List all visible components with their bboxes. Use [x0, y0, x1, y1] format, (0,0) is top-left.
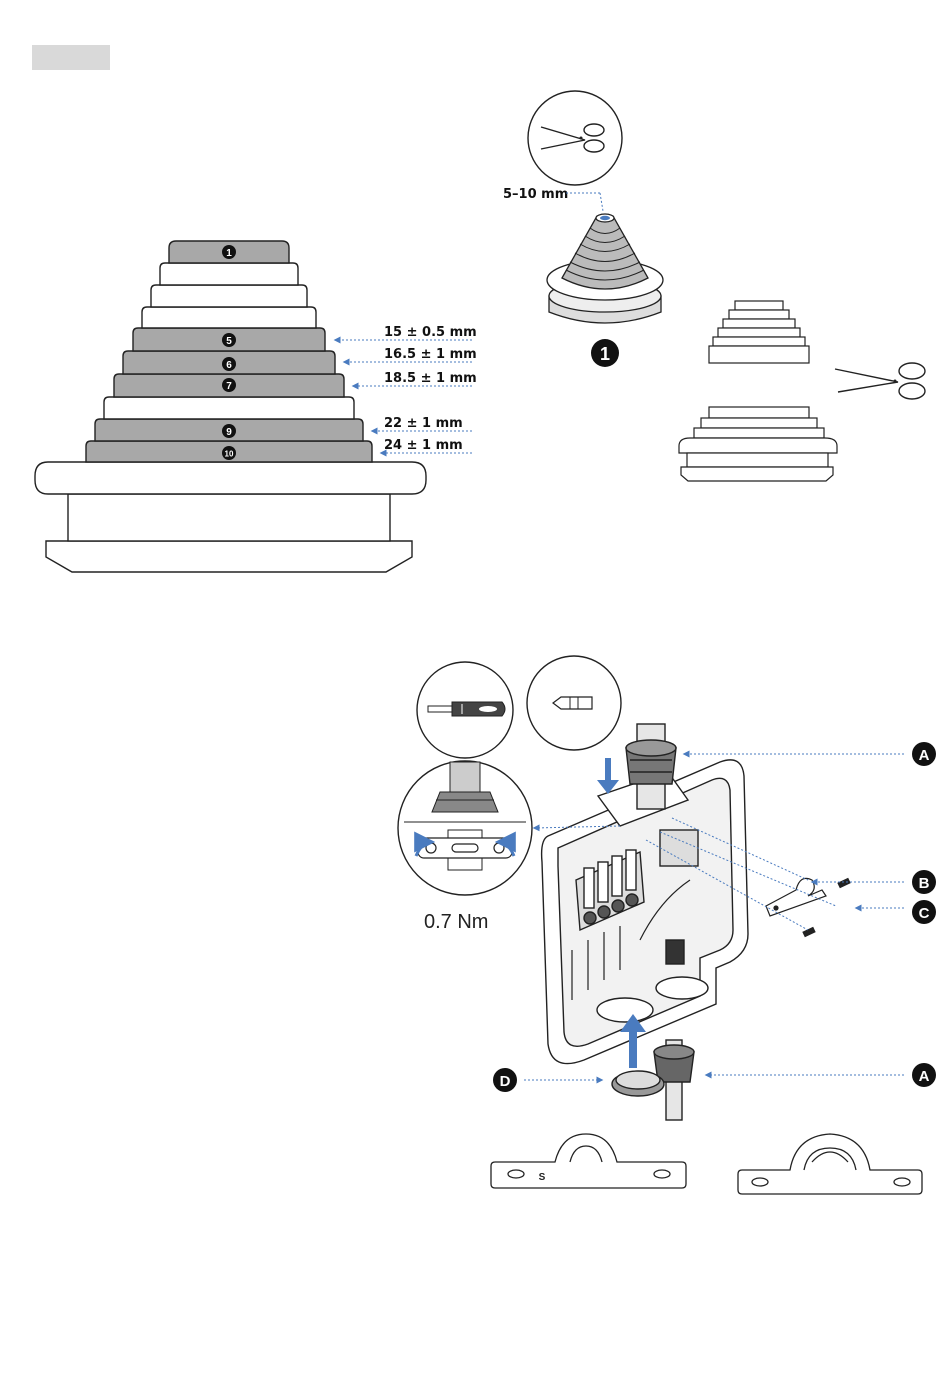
- dim-ring-7: 18.5 ± 1 mm: [384, 371, 477, 386]
- callout-c: C: [919, 905, 930, 922]
- ring-8: [104, 397, 354, 419]
- grommet-base-rim: [35, 462, 426, 494]
- torque-label: 0.7 Nm: [424, 911, 488, 933]
- cut-length-label: 5–10 mm: [503, 187, 568, 202]
- scissors-icon: [835, 363, 925, 399]
- step-number: 1: [600, 344, 610, 364]
- ring-label-10: 10: [225, 450, 234, 459]
- clamp-s-mark: S: [539, 1172, 546, 1183]
- clamp-variant-s: [491, 1134, 686, 1188]
- cable-bottom: [612, 1040, 694, 1120]
- callout-d: D: [500, 1073, 511, 1090]
- ring-label-9: 9: [226, 427, 232, 438]
- cable-clamp-part: [766, 878, 826, 916]
- clamp-detail-magnifier: [398, 761, 532, 895]
- ring-label-5: 5: [226, 336, 232, 347]
- ring-label-7: 7: [226, 381, 232, 392]
- callout-b: B: [919, 875, 930, 892]
- ring-3: [151, 285, 307, 307]
- ring-4: [142, 307, 316, 328]
- grommet-chart: [35, 241, 426, 572]
- header-tab: [32, 45, 110, 70]
- screwdriver-icon: [417, 662, 513, 758]
- grommet-base-body: [68, 494, 390, 541]
- ring-label-6: 6: [226, 360, 232, 371]
- cut-grommet-bottom: [679, 407, 837, 481]
- ring-label-1: 1: [226, 248, 232, 259]
- dim-ring-10: 24 ± 1 mm: [384, 438, 463, 453]
- callout-a-bottom: A: [919, 1068, 930, 1085]
- clamp-variant-large: [738, 1134, 922, 1194]
- dimension-labels: 15 ± 0.5 mm 16.5 ± 1 mm 18.5 ± 1 mm 22 ±…: [384, 325, 477, 453]
- dim-ring-9: 22 ± 1 mm: [384, 416, 463, 431]
- bit-icon: [527, 656, 621, 750]
- callout-a-top: A: [919, 747, 930, 764]
- grommet-base-flange: [46, 541, 412, 572]
- dim-ring-6: 16.5 ± 1 mm: [384, 347, 477, 362]
- screw-c: [837, 878, 850, 889]
- cut-grommet-top: [709, 301, 809, 363]
- conical-grommet: [547, 214, 663, 323]
- scissors-icon: [528, 91, 622, 185]
- dim-ring-5: 15 ± 0.5 mm: [384, 325, 477, 340]
- ring-2: [160, 263, 298, 285]
